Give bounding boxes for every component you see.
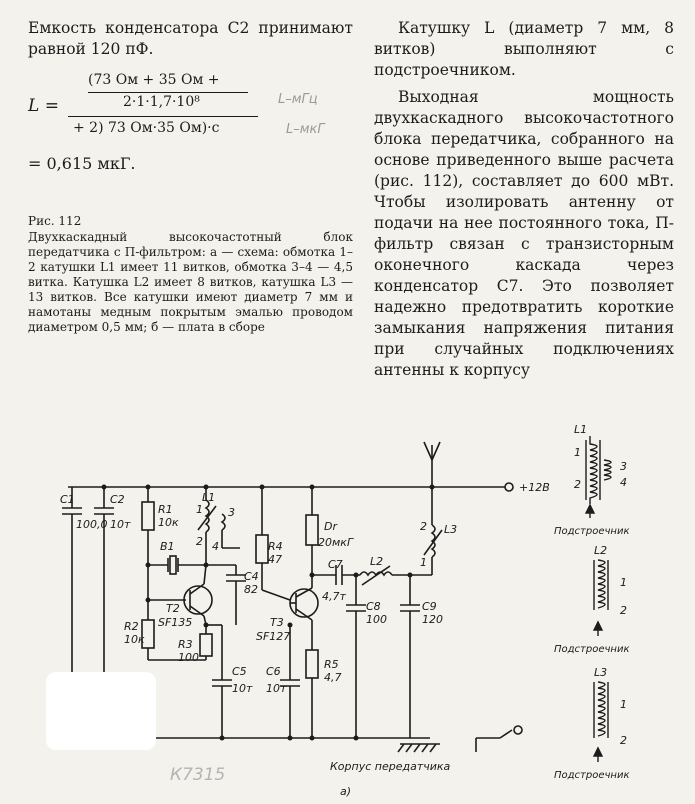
formula-lhs: L = [28, 96, 59, 116]
value-r1: 10к [158, 516, 179, 529]
value-r3: 100 [178, 651, 199, 664]
formula-result: = 0,615 мкГ. [28, 154, 136, 173]
label-l1: L1 [202, 491, 215, 504]
label-l2: L2 [370, 555, 383, 568]
trimmer-label: Подстроечник [554, 526, 629, 537]
label-r5: R5 [324, 658, 339, 671]
value-t2: SF135 [158, 616, 192, 629]
label-c4: C4 [244, 570, 259, 583]
value-c2: 10т [110, 518, 131, 531]
coil-pin: 4 [620, 476, 627, 489]
pencil-note: L–мкГ [286, 122, 325, 137]
value-c8: 100 [366, 613, 387, 626]
coil-l1-title: L1 [574, 423, 587, 436]
label-c9: C9 [422, 600, 437, 613]
coil-pin: 2 [620, 604, 627, 617]
text-paragraph: Катушку L (диаметр 7 мм, 8 витков) выпол… [374, 19, 674, 79]
value-c5: 10т [232, 682, 253, 695]
pin-label: 4 [212, 540, 219, 553]
label-r4: R4 [268, 540, 283, 553]
label-c5: C5 [232, 665, 247, 678]
formula-bar [88, 92, 248, 93]
coil-pin: 1 [620, 576, 627, 589]
pencil-note: К7315 [170, 765, 225, 785]
coil-l3-title: L3 [594, 666, 607, 679]
label-c7: C7 [328, 558, 343, 571]
pin-label: 1 [420, 556, 427, 569]
value-c4: 82 [244, 583, 258, 596]
label-l3: L3 [444, 523, 457, 536]
formula-main-bar [68, 116, 258, 117]
label-b1: B1 [160, 540, 175, 553]
value-c1: 100,0 [76, 518, 108, 531]
right-column: Катушку L (диаметр 7 мм, 8 витков) выпол… [374, 18, 674, 381]
label-r3: R3 [178, 638, 193, 651]
value-c7: 4,7т [322, 590, 346, 603]
label-dr: Dr [324, 520, 338, 533]
value-c6: 10т [266, 682, 287, 695]
label-c6: C6 [266, 665, 281, 678]
caption-title: Рис. 112 [28, 214, 82, 228]
coil-pin: 2 [574, 478, 581, 491]
trimmer-label: Подстроечник [554, 770, 629, 781]
pin-label: 2 [420, 520, 427, 533]
value-t3: SF127 [256, 630, 290, 643]
value-r5: 4,7 [324, 671, 342, 684]
label-r1: R1 [158, 503, 173, 516]
label-t3: T3 [270, 616, 284, 629]
text-paragraph: Выходная мощность двухкаскадного высокоч… [374, 88, 674, 379]
figure-label: а) [340, 785, 351, 798]
value-c9: 120 [422, 613, 443, 626]
coil-l2-title: L2 [594, 544, 607, 557]
pencil-note: L–мГц [278, 92, 318, 107]
pin-label: 2 [196, 535, 203, 548]
value-r4: 47 [268, 553, 282, 566]
text-paragraph: Емкость конденсатора С2 принимают равной… [28, 19, 353, 58]
label-c1: C1 [60, 493, 75, 506]
coil-pin: 2 [620, 734, 627, 747]
ground-label: Корпус передатчика [330, 760, 451, 773]
supply-label: +12В [519, 481, 550, 494]
formula-numerator-bottom: 2·1·1,7·10⁸ [123, 94, 200, 110]
label-c8: C8 [366, 600, 381, 613]
value-r2: 10к [124, 633, 145, 646]
figure-caption: Рис. 112 Двухкаскадный высокочастотный б… [28, 214, 353, 335]
label-r2: R2 [124, 620, 139, 633]
label-t2: T2 [166, 602, 180, 615]
coil-pin: 3 [620, 460, 627, 473]
formula-denominator: + 2) 73 Ом·35 Ом)·с [73, 120, 220, 136]
label-c2: C2 [110, 493, 125, 506]
left-column: Емкость конденсатора С2 принимают равной… [28, 18, 353, 335]
trimmer-label: Подстроечник [554, 644, 629, 655]
inductance-formula: L = (73 Ом + 35 Ом + 2·1·1,7·10⁸ + 2) 73… [28, 70, 353, 180]
value-dr: 20мкГ [318, 536, 354, 549]
coil-pin: 1 [620, 698, 627, 711]
pin-label: 1 [196, 503, 203, 516]
scan-blot [46, 672, 156, 750]
coil-pin: 1 [574, 446, 581, 459]
caption-text: Двухкаскадный высокочастотный блок перед… [28, 230, 353, 334]
formula-numerator-top: (73 Ом + 35 Ом + [88, 72, 220, 88]
pin-label: 3 [228, 506, 235, 519]
